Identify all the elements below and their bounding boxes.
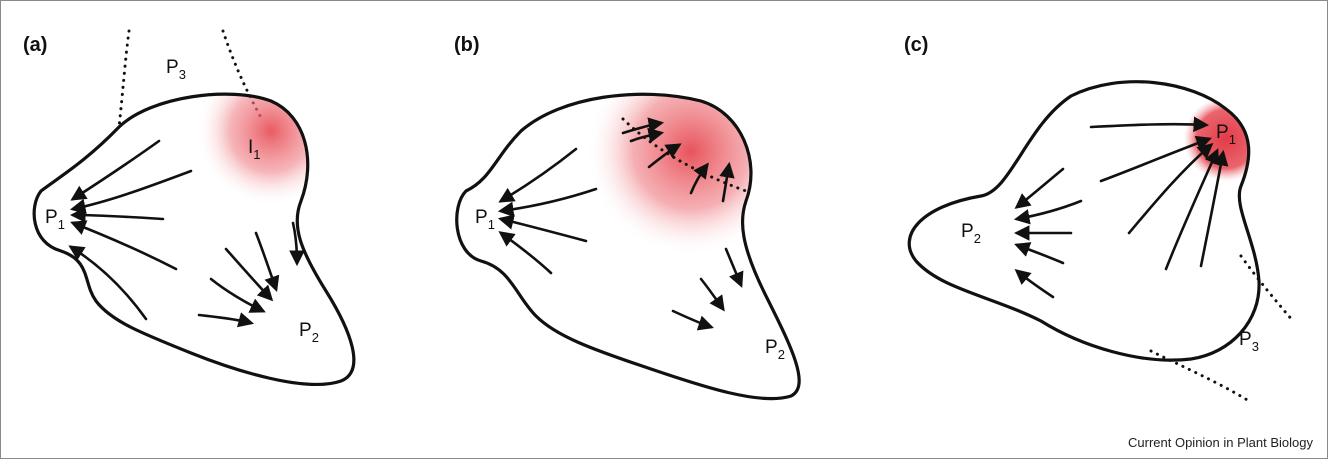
panel-b: (b) P1 P2	[441, 1, 841, 458]
panel-a-label: (a)	[23, 34, 47, 56]
p3-boundary-left	[119, 31, 129, 127]
panel-a: (a) P1 P2 P3 I1	[1, 1, 421, 458]
auxin-maximum-b	[441, 1, 841, 458]
p3-label-a: P3	[166, 57, 186, 82]
auxin-maximum-p1-c	[881, 1, 1327, 458]
panel-c: (c) P1 P2 P3	[881, 1, 1327, 458]
panel-c-label: (c)	[904, 34, 928, 56]
panel-b-label: (b)	[454, 34, 480, 56]
p3-label-c: P3	[1239, 329, 1259, 354]
journal-credit: Current Opinion in Plant Biology	[1128, 435, 1313, 450]
